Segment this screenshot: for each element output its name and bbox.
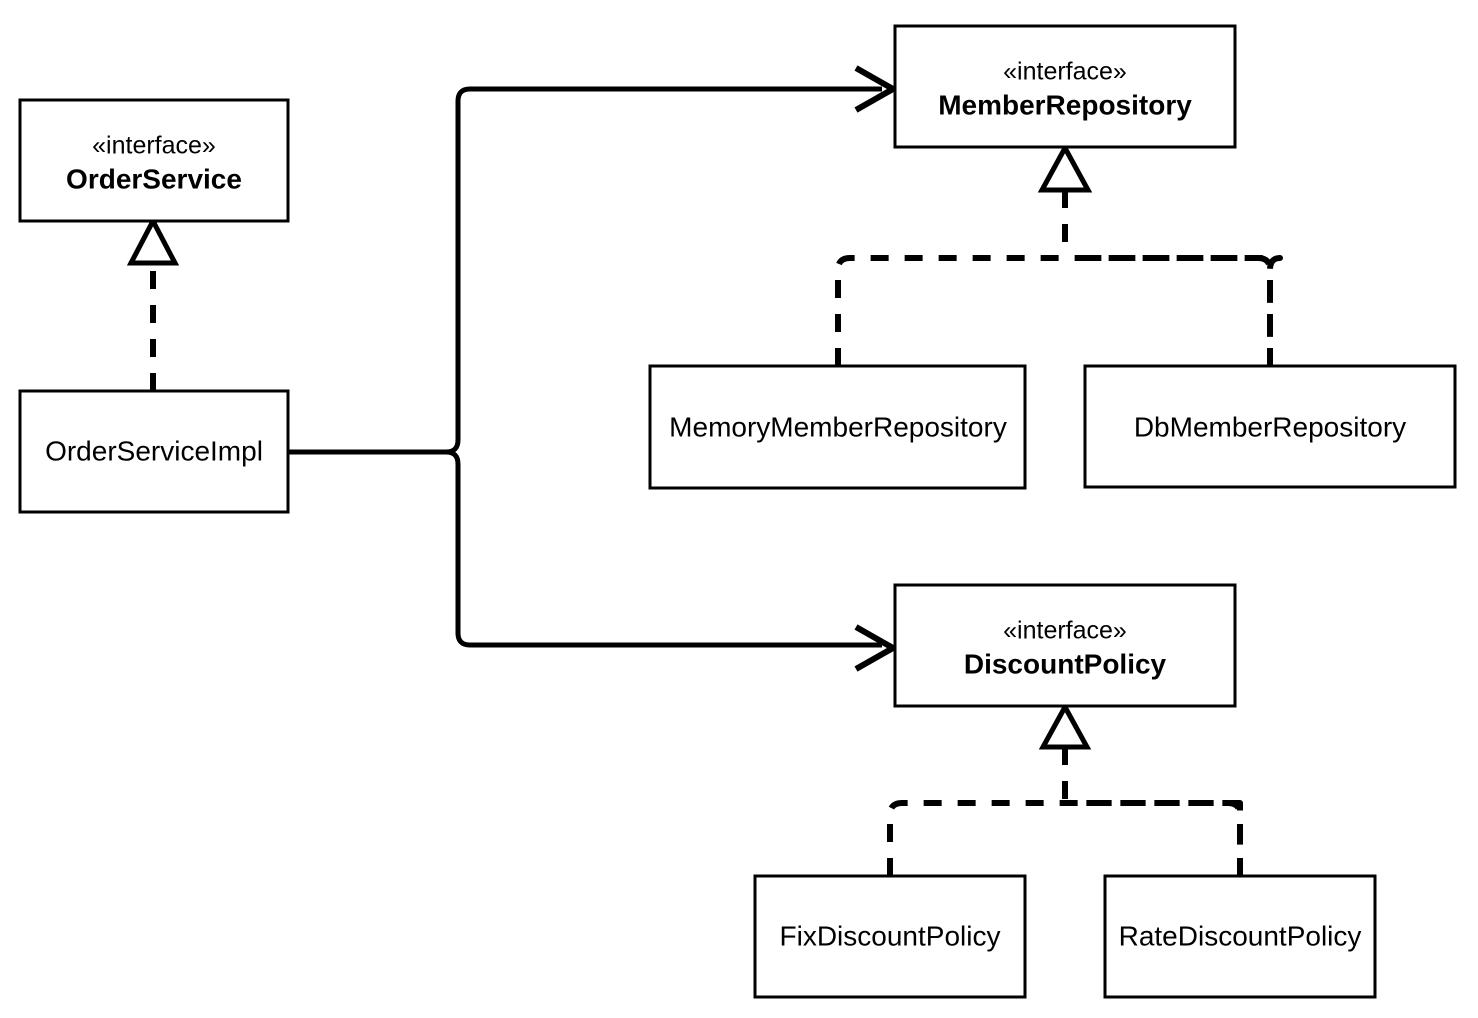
association-line [288,449,882,648]
class-box-frame [1083,364,1457,489]
open-arrow-icon [854,65,900,113]
stereotype-label: «interface» [1003,617,1127,645]
class-box-db-member-repository[interactable]: DbMemberRepository [1083,364,1457,489]
class-box-frame [648,364,1027,490]
class-name-label: OrderService [66,163,242,194]
open-arrow-icon [854,624,900,672]
class-name-label: FixDiscountPolicy [780,920,1001,951]
class-box-frame [753,874,1027,999]
hollow-triangle-icon [126,215,180,266]
realization-branch [1080,800,1243,876]
realization-branch [1080,255,1273,366]
hollow-triangle-icon [1038,701,1092,750]
class-name-label: RateDiscountPolicy [1119,920,1362,951]
edge-fix-realizes-discountpolicy [887,701,1243,876]
class-name-label: MemoryMemberRepository [669,411,1007,442]
class-box-order-service-impl[interactable]: OrderServiceImpl [18,389,290,514]
edge-rate-realizes-discountpolicy [1080,800,1243,876]
class-box-member-repository[interactable]: «interface» MemberRepository [893,24,1237,149]
edge-impl-uses-discountpolicy [288,449,900,672]
class-box-frame [18,98,290,223]
edge-db-realizes-memberrepository [1080,255,1273,366]
class-box-order-service[interactable]: «interface» OrderService [18,98,290,223]
edge-memory-realizes-memberrepository [835,142,1283,366]
realization-branch [887,800,1243,876]
class-name-label: DbMemberRepository [1134,411,1406,442]
class-box-discount-policy[interactable]: «interface» DiscountPolicy [893,583,1237,708]
stereotype-label: «interface» [92,132,216,160]
class-box-memory-member-repository[interactable]: MemoryMemberRepository [648,364,1027,490]
class-box-frame [893,24,1237,149]
class-box-frame [18,389,290,514]
edge-impl-realizes-orderservice [126,215,180,391]
class-box-rate-discount-policy[interactable]: RateDiscountPolicy [1103,874,1377,999]
class-name-label: MemberRepository [938,89,1192,120]
realization-branch [835,255,1283,366]
class-name-label: OrderServiceImpl [45,435,263,466]
hollow-triangle-icon [1037,142,1093,193]
class-name-label: DiscountPolicy [964,648,1167,679]
class-box-frame [893,583,1237,708]
stereotype-label: «interface» [1003,58,1127,86]
class-box-frame [1103,874,1377,999]
class-box-fix-discount-policy[interactable]: FixDiscountPolicy [753,874,1027,999]
